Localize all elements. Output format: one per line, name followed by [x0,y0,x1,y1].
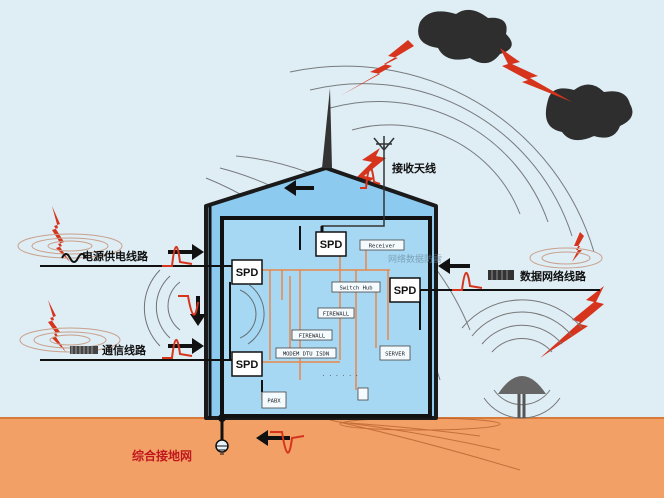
lightning-comm [48,300,66,352]
spd-comm: SPD [231,351,263,377]
spd-power: SPD [231,259,263,285]
spd-data: SPD [389,277,421,303]
lightning-cloud-right [500,48,572,102]
svg-text:SERVER: SERVER [385,352,406,358]
ground-junction [218,414,226,422]
data-connector-icon [488,270,514,280]
external-lines [40,265,600,361]
lightning-rod [322,88,332,168]
svg-text:PABX: PABX [267,399,281,405]
label-antenna: 接收天线 [392,161,436,175]
svg-text:SPD: SPD [236,359,259,371]
lightning-dish [540,286,604,358]
arrow-down [190,296,206,326]
spd-top: SPD [315,231,347,257]
label-ground: 综合接地网 [132,448,192,463]
svg-text:Receiver: Receiver [369,244,396,250]
lightning-data [572,232,584,262]
lightning-top [340,40,414,96]
svg-text:MODEM DTU ISDN: MODEM DTU ISDN [283,352,329,358]
arrow-roof [284,180,314,196]
device-server: SERVER [379,345,411,361]
svg-text:SPD: SPD [236,267,259,279]
svg-text:. . . . . .: . . . . . . [322,372,358,378]
device-receiver: Receiver [359,239,405,251]
satellite-dish-icon [461,299,583,419]
svg-text:Switch Hub: Switch Hub [339,286,372,292]
svg-text:FIREWALL: FIREWALL [323,312,350,318]
device-modem: MODEM DTU ISDN [275,347,337,359]
svg-text:SPD: SPD [320,239,343,251]
lightning-antenna [348,148,386,200]
device-switch-hub: Switch Hub [331,281,381,293]
cloud-top [418,9,512,64]
svg-text:SPD: SPD [394,285,417,297]
power-sine-icon [61,253,87,263]
arrow-ground [256,430,290,446]
label-power-line: 电源供电线路 [82,249,149,263]
surge-arrows [168,180,470,446]
svg-text:FIREWALL: FIREWALL [299,334,326,340]
surge-pulses [162,166,483,454]
device-firewall-1: FIREWALL [317,307,355,319]
comm-coil-icon [70,346,98,354]
lightning-power [52,206,70,262]
device-pabx: PABX [261,391,287,409]
entry-rings [143,269,265,347]
arrow-data [438,258,470,274]
arrow-power [168,244,204,260]
lightning-bolts [48,40,604,358]
label-comm-line: 通信线路 [102,343,147,357]
ground-area [0,418,664,498]
label-data-line: 数据网络线路 [520,269,587,283]
cloud-right [545,84,633,141]
device-phone [357,387,369,401]
device-firewall-2: FIREWALL [291,329,333,341]
watermark: 网络数据防雷 [388,253,442,265]
arrow-comm [168,338,204,354]
